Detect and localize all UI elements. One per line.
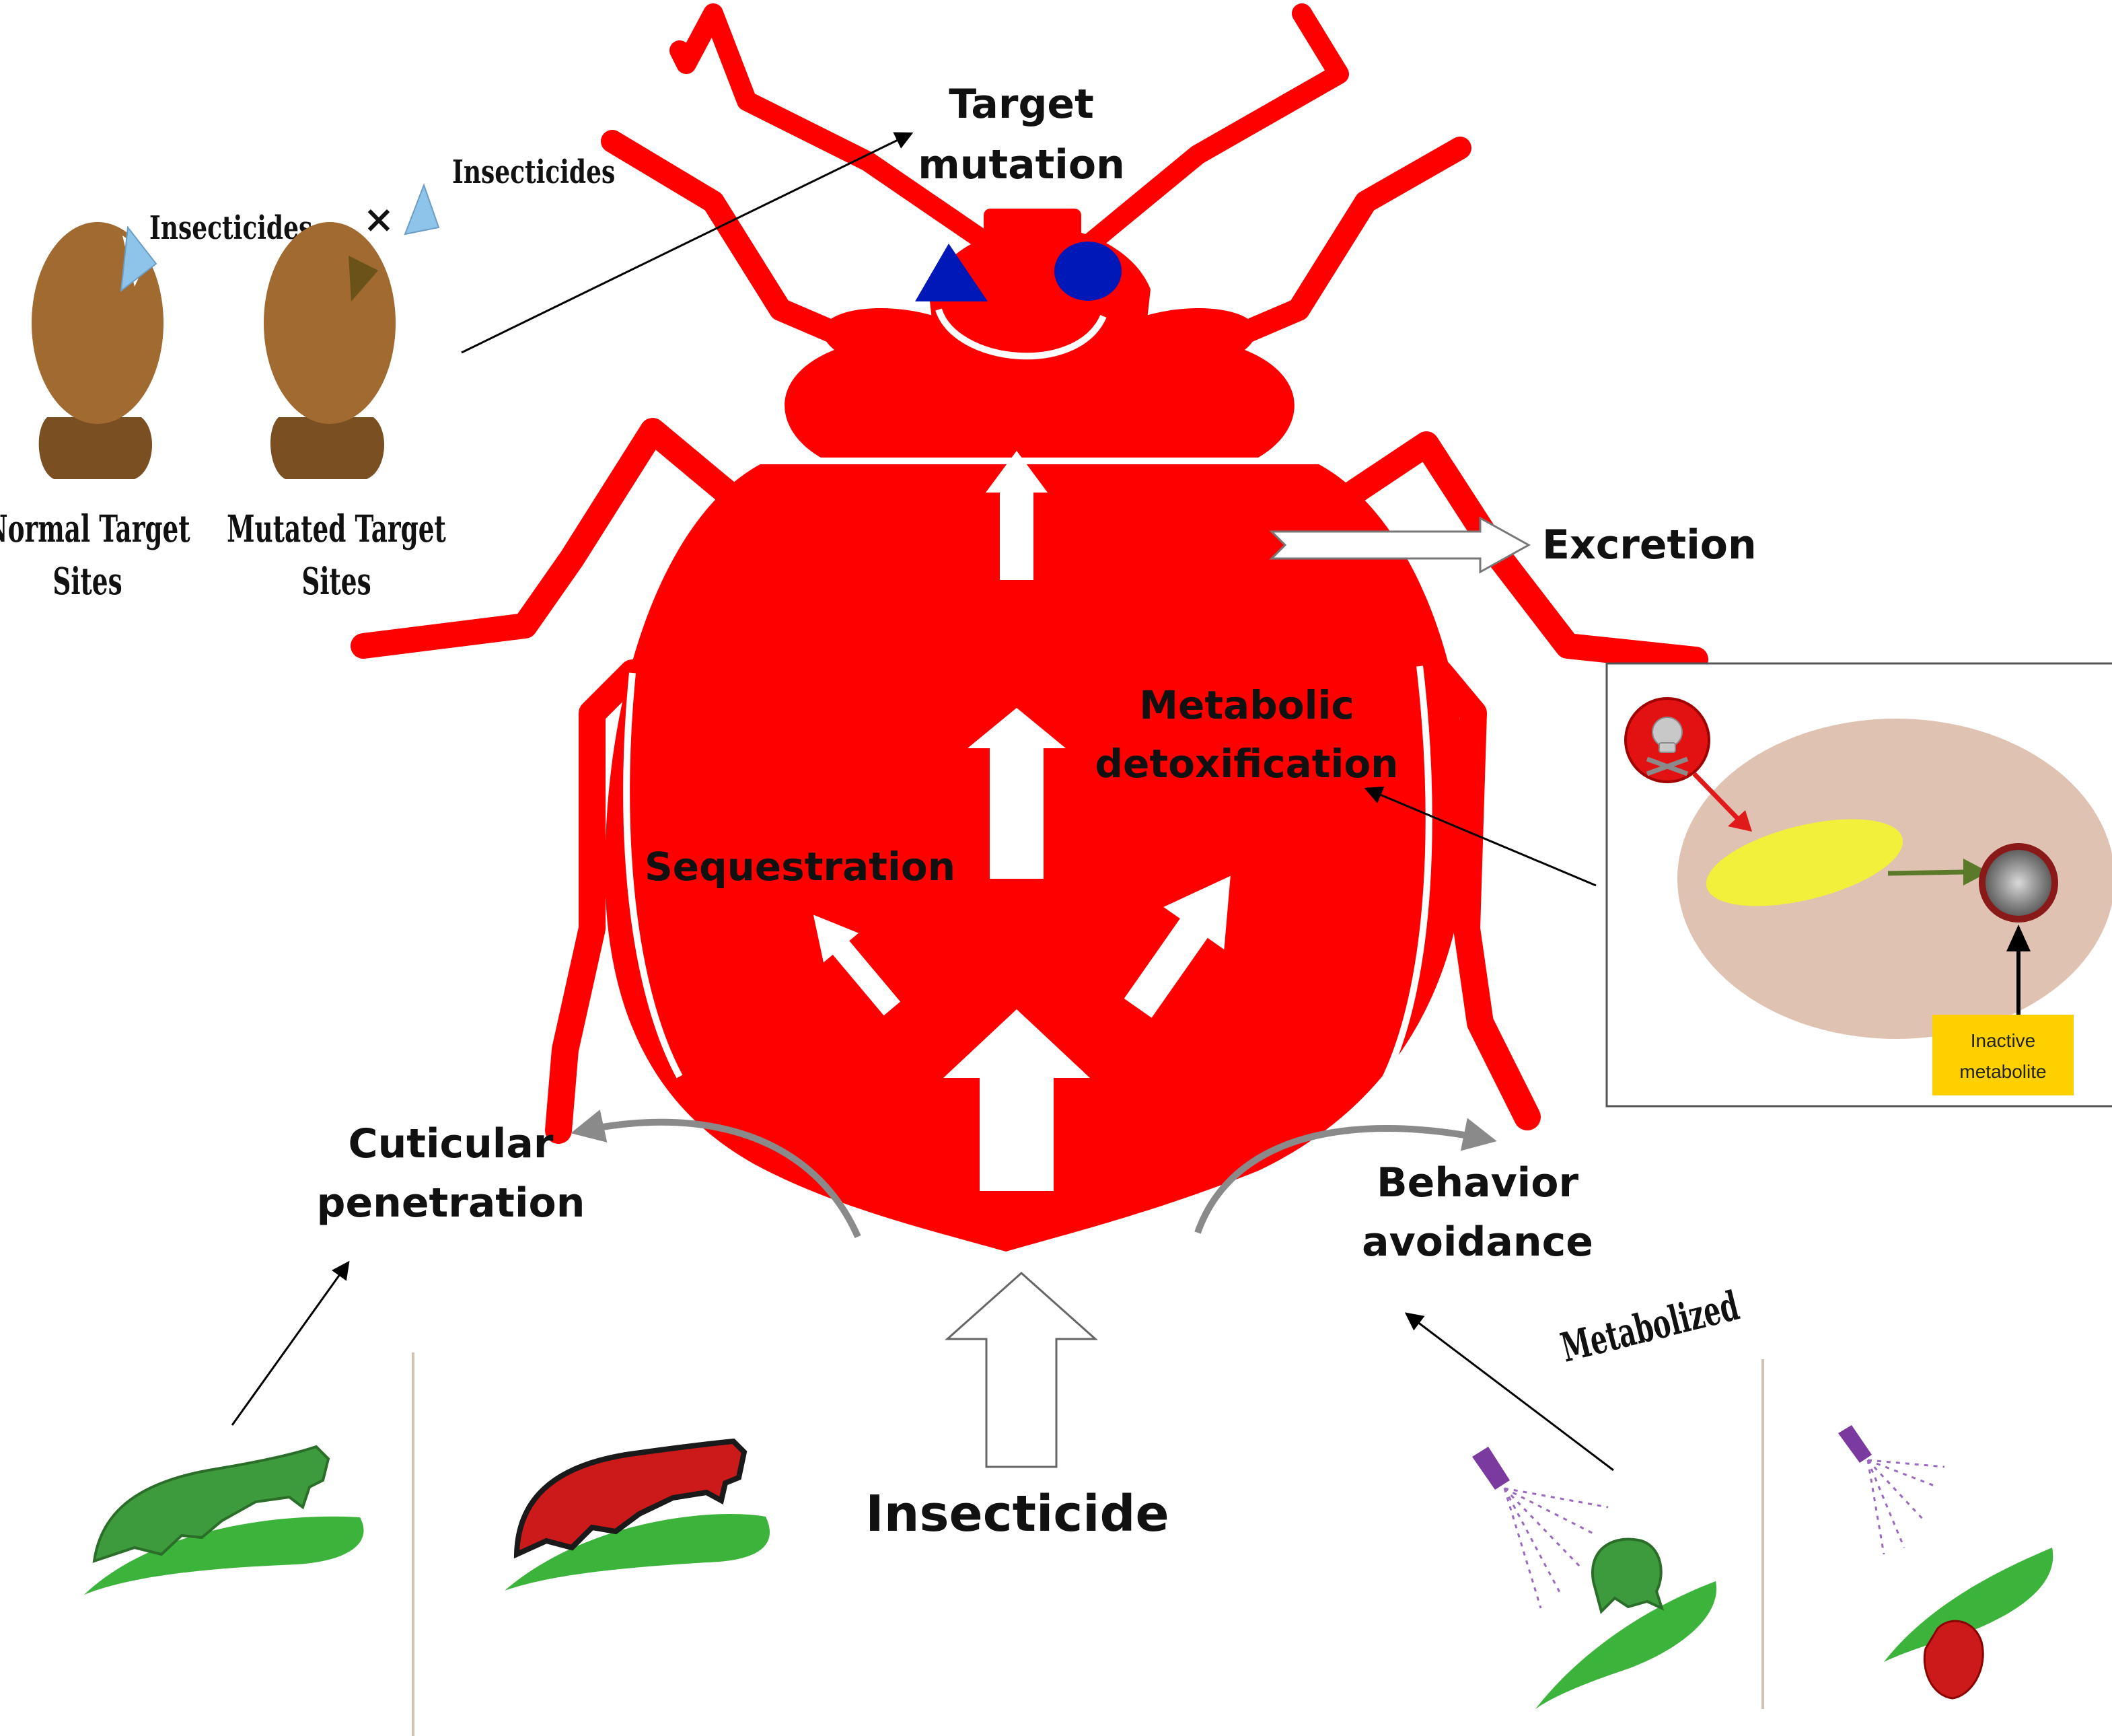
metabolism-panel: Metabolized Inactive metabolite [1556,663,2112,1371]
green-bug-avoiding [1593,1540,1662,1612]
target-sites-panel: Insecticides × Insecticides Normal Targe… [0,153,615,604]
bug-thorax [785,308,1295,458]
insecticides-label-mutated: Insecticides [452,153,615,192]
green-larva-scene [84,1447,364,1595]
normal-target-site [32,222,163,479]
connector-cuticular [232,1262,349,1425]
cuticular-label-line2: penetration [317,1180,585,1227]
metabolized-label: Metabolized [1556,1282,1743,1371]
spray-mist-right [1868,1460,1944,1554]
behavior-label-line1: Behavior [1377,1159,1579,1206]
insecticide-inlet-arrow [947,1273,1095,1467]
normal-site-base [39,417,152,479]
avoidance-scene-green [1472,1447,1716,1709]
metabolic-label-line1: Metabolic [1139,682,1354,728]
blocked-x-mark: × [363,197,395,242]
inactive-label-line1: Inactive [1971,1030,2036,1051]
mutated-sites-label-line1: Mutated Target [227,508,446,551]
circle-receptor-icon [1054,242,1122,301]
normal-sites-label-line1: Normal Target [0,508,190,551]
spray-mist-left [1504,1488,1608,1608]
metabolic-label-line2: detoxification [1095,741,1399,787]
resistant-larva-scene [505,1441,770,1591]
insecticide-triangle-free [405,185,439,234]
inactive-metabolite-icon [1982,846,2055,919]
sequestration-label: Sequestration [645,844,955,890]
right-antenna [1083,13,1339,249]
spray-nozzle-right [1838,1425,1872,1463]
inactive-label-line2: metabolite [1959,1061,2046,1082]
excretion-label: Excretion [1542,521,1757,569]
normal-sites-label-line2: Sites [52,560,122,604]
spray-nozzle-left [1472,1447,1510,1490]
mutated-site-base [270,417,384,479]
insecticides-label-normal: Insecticides [149,209,312,248]
insecticide-label: Insecticide [865,1485,1169,1543]
metabolized-to-product-arrow [1888,872,1965,873]
target-mutation-label-line1: Target [949,81,1094,128]
target-mutation-label-line2: mutation [918,141,1125,188]
behavior-label-line2: avoidance [1362,1219,1593,1266]
avoidance-scene-red [1838,1425,2053,1698]
mutated-sites-label-line2: Sites [301,560,371,604]
mutated-site-body [264,222,396,424]
mutated-target-site [264,222,396,479]
cuticular-label-line1: Cuticular [349,1120,554,1167]
inactive-metabolite-box [1932,1015,2074,1095]
